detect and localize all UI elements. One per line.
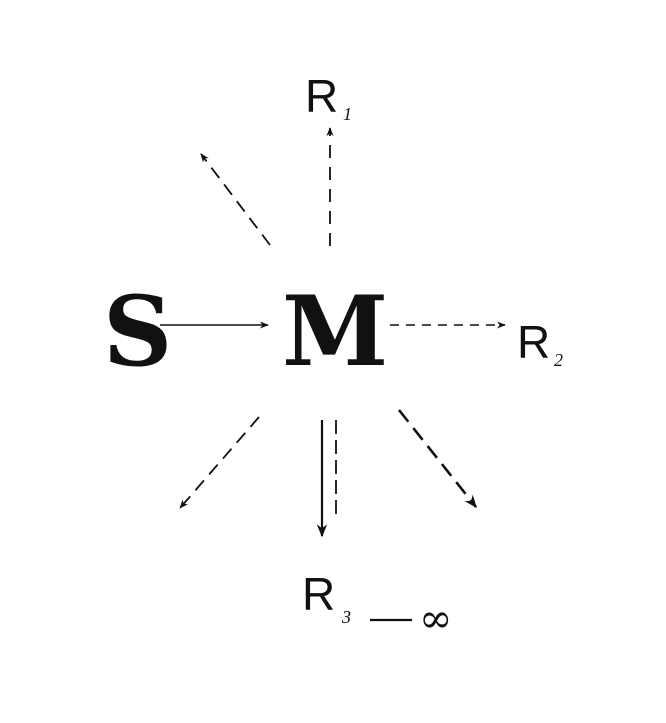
node-r3: R 3 ∞	[302, 568, 452, 642]
edge-m-to-down-left	[179, 416, 260, 509]
node-r3-letter: R	[302, 568, 335, 620]
node-r2: R 2	[517, 316, 563, 370]
node-r2-subscript: 2	[554, 350, 563, 370]
edge-m-to-down-right	[397, 409, 478, 509]
node-s: S	[103, 275, 172, 388]
node-r2-letter: R	[517, 316, 550, 368]
node-r3-subscript: 3	[341, 607, 351, 627]
node-m: M	[282, 275, 388, 388]
node-r1: R 1	[305, 70, 352, 124]
node-r3-range-end: ∞	[419, 596, 452, 642]
node-r1-subscript: 1	[343, 104, 352, 124]
edge-m-to-up-left	[200, 153, 271, 246]
node-r1-letter: R	[305, 70, 338, 122]
